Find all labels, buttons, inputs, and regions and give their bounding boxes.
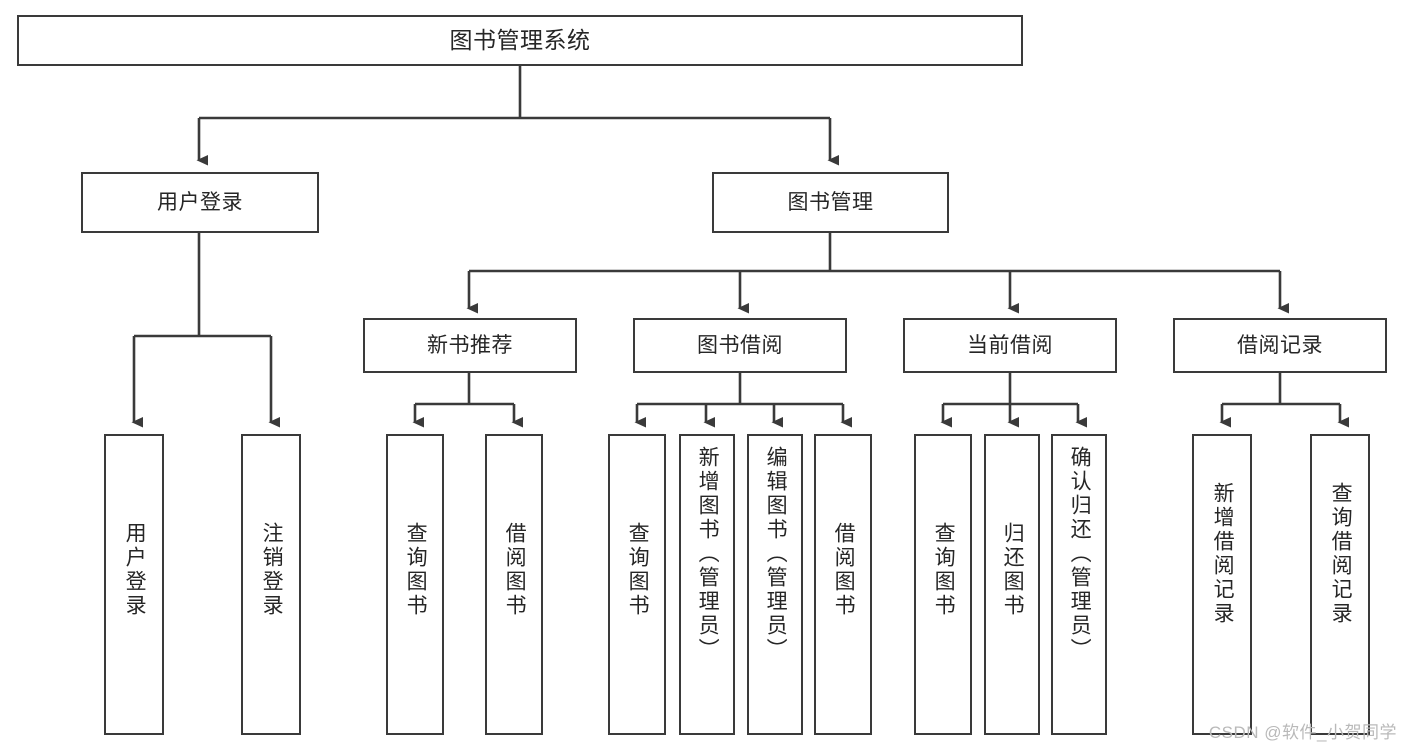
leaf-query-books-borrow[interactable]: 查询图书 bbox=[608, 434, 666, 735]
leaf-query-books-new[interactable]: 查询图书 bbox=[386, 434, 444, 735]
node-label: 新增图书（管理员） bbox=[696, 446, 720, 662]
node-label: 新书推荐 bbox=[427, 333, 513, 357]
node-label: 借阅图书 bbox=[832, 522, 856, 618]
leaf-return-books[interactable]: 归还图书 bbox=[984, 434, 1040, 735]
leaf-query-books-current[interactable]: 查询图书 bbox=[914, 434, 972, 735]
node-label: 图书借阅 bbox=[697, 333, 783, 357]
leaf-borrow-books[interactable]: 借阅图书 bbox=[814, 434, 872, 735]
node-label: 图书管理 bbox=[787, 190, 874, 214]
leaf-add-borrow-record[interactable]: 新增借阅记录 bbox=[1192, 434, 1252, 735]
node-label: 确认归还（管理员） bbox=[1068, 446, 1092, 662]
leaf-edit-book-admin[interactable]: 编辑图书（管理员） bbox=[747, 434, 803, 735]
node-borrowing-records[interactable]: 借阅记录 bbox=[1173, 318, 1387, 373]
leaf-query-borrow-record[interactable]: 查询借阅记录 bbox=[1310, 434, 1370, 735]
node-label: 借阅图书 bbox=[503, 522, 527, 618]
node-label: 查询借阅记录 bbox=[1329, 482, 1353, 626]
node-new-book-recommendation[interactable]: 新书推荐 bbox=[363, 318, 577, 373]
node-label: 查询图书 bbox=[932, 522, 956, 618]
node-label: 当前借阅 bbox=[967, 333, 1053, 357]
node-label: 用户登录 bbox=[123, 522, 147, 618]
leaf-borrow-books-new[interactable]: 借阅图书 bbox=[485, 434, 543, 735]
node-root-book-management-system[interactable]: 图书管理系统 bbox=[17, 15, 1023, 66]
node-book-management[interactable]: 图书管理 bbox=[712, 172, 949, 233]
leaf-confirm-return-admin[interactable]: 确认归还（管理员） bbox=[1051, 434, 1107, 735]
node-label: 归还图书 bbox=[1001, 522, 1025, 618]
node-label: 新增借阅记录 bbox=[1211, 482, 1235, 626]
node-label: 查询图书 bbox=[626, 522, 650, 618]
node-label: 图书管理系统 bbox=[449, 26, 591, 53]
leaf-logout[interactable]: 注销登录 bbox=[241, 434, 301, 735]
node-current-borrowing[interactable]: 当前借阅 bbox=[903, 318, 1117, 373]
node-label: 用户登录 bbox=[157, 190, 243, 214]
node-label: 注销登录 bbox=[260, 522, 284, 618]
node-label: 借阅记录 bbox=[1237, 333, 1323, 357]
leaf-user-login[interactable]: 用户登录 bbox=[104, 434, 164, 735]
leaf-add-book-admin[interactable]: 新增图书（管理员） bbox=[679, 434, 735, 735]
node-user-login[interactable]: 用户登录 bbox=[81, 172, 319, 233]
node-book-borrowing[interactable]: 图书借阅 bbox=[633, 318, 847, 373]
node-label: 查询图书 bbox=[404, 522, 428, 618]
node-label: 编辑图书（管理员） bbox=[764, 446, 788, 662]
